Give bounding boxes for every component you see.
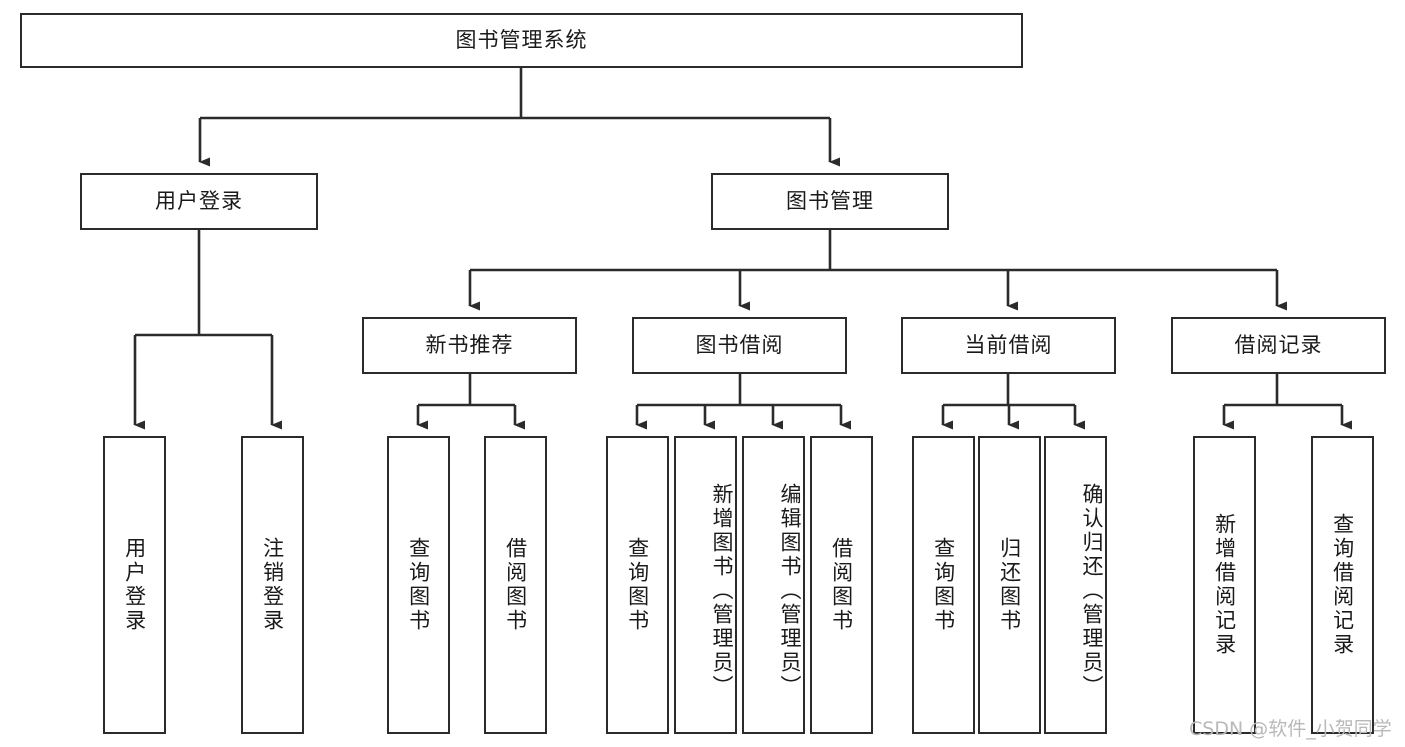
node-leaf-add-borrow-record[interactable]: 新增借阅记录 (1193, 436, 1256, 734)
node-leaf-add-borrow-record-label: 新增借阅记录 (1212, 513, 1237, 657)
node-book-management-label: 图书管理 (786, 188, 874, 213)
node-current-borrow-label: 当前借阅 (964, 332, 1053, 357)
node-leaf-query-book-recommend-label: 查询图书 (406, 537, 431, 633)
node-leaf-edit-book-admin[interactable]: 编辑图书（管理员） (742, 436, 805, 734)
node-leaf-query-book-borrow[interactable]: 查询图书 (606, 436, 669, 734)
node-leaf-query-borrow-record[interactable]: 查询借阅记录 (1311, 436, 1374, 734)
node-leaf-user-logout-label: 注销登录 (260, 537, 285, 633)
node-new-book-recommend[interactable]: 新书推荐 (362, 317, 577, 374)
node-leaf-return-book[interactable]: 归还图书 (978, 436, 1041, 734)
node-leaf-query-book-current-label: 查询图书 (931, 537, 956, 633)
node-root[interactable]: 图书管理系统 (20, 13, 1023, 68)
node-borrow-record-label: 借阅记录 (1234, 332, 1323, 357)
node-book-borrow[interactable]: 图书借阅 (632, 317, 847, 374)
node-leaf-query-book-current[interactable]: 查询图书 (912, 436, 975, 734)
node-leaf-query-book-borrow-label: 查询图书 (625, 537, 650, 633)
node-book-borrow-label: 图书借阅 (695, 332, 784, 357)
node-borrow-record[interactable]: 借阅记录 (1171, 317, 1386, 374)
node-root-label: 图书管理系统 (455, 27, 588, 52)
node-user-login-label: 用户登录 (155, 188, 243, 213)
node-leaf-user-logout[interactable]: 注销登录 (241, 436, 304, 734)
node-leaf-confirm-return-admin-label: 确认归还（管理员） (1080, 483, 1104, 699)
node-leaf-query-borrow-record-label: 查询借阅记录 (1330, 513, 1355, 657)
node-leaf-borrow-book-label: 借阅图书 (829, 537, 854, 633)
node-leaf-add-book-admin-label: 新增图书（管理员） (710, 483, 734, 699)
node-leaf-confirm-return-admin[interactable]: 确认归还（管理员） (1044, 436, 1107, 734)
node-leaf-edit-book-admin-label: 编辑图书（管理员） (778, 483, 802, 699)
node-leaf-borrow-book[interactable]: 借阅图书 (810, 436, 873, 734)
node-leaf-user-login[interactable]: 用户登录 (103, 436, 166, 734)
node-leaf-user-login-label: 用户登录 (122, 537, 147, 633)
node-leaf-query-book-recommend[interactable]: 查询图书 (387, 436, 450, 734)
node-leaf-return-book-label: 归还图书 (997, 537, 1022, 633)
csdn-watermark: CSDN @软件_小贺同学 (1189, 718, 1392, 740)
node-new-book-recommend-label: 新书推荐 (425, 332, 514, 357)
node-user-login[interactable]: 用户登录 (80, 173, 318, 230)
node-current-borrow[interactable]: 当前借阅 (901, 317, 1116, 374)
node-book-management[interactable]: 图书管理 (711, 173, 949, 230)
node-leaf-add-book-admin[interactable]: 新增图书（管理员） (674, 436, 737, 734)
node-leaf-borrow-book-recommend[interactable]: 借阅图书 (484, 436, 547, 734)
node-leaf-borrow-book-recommend-label: 借阅图书 (503, 537, 528, 633)
